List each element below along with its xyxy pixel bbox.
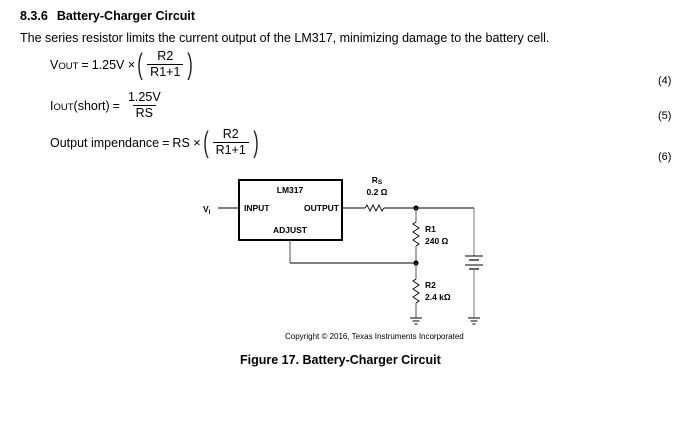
pin-adjust-label: ADJUST	[273, 225, 308, 235]
copyright-notice: Copyright © 2016, Texas Instruments Inco…	[285, 332, 464, 341]
eq6-left-paren: (	[202, 125, 209, 159]
pin-input-label: INPUT	[244, 203, 270, 213]
ground-icon-battery	[468, 317, 480, 325]
section-number: 8.3.6	[20, 9, 48, 23]
section-title: Battery-Charger Circuit	[56, 9, 196, 23]
r1-value-label: 240 Ω	[425, 236, 449, 246]
eq4-prefix: 1.25V ×	[91, 57, 136, 72]
eq4-lhs: VOUT	[50, 57, 79, 72]
r2-value-label: 2.4 kΩ	[425, 292, 451, 302]
eq6-equals: =	[162, 135, 170, 150]
rs-resistor-icon	[364, 203, 385, 213]
rs-value-label: 0.2 Ω	[367, 187, 388, 197]
eq5-fraction: 1.25V RS	[125, 90, 164, 121]
eq5-lhs: IOUT(short)	[50, 98, 110, 113]
eq6-denominator: R1+1	[212, 142, 249, 158]
eq5-equals: =	[112, 98, 120, 113]
rs-name-label: RS	[372, 175, 383, 186]
ground-icon-r2	[410, 317, 422, 325]
eq6-prefix: RS ×	[172, 135, 201, 150]
section-heading: 8.3.6 Battery-Charger Circuit	[20, 9, 195, 23]
pin-output-label: OUTPUT	[304, 203, 340, 213]
equation-number-5: (5)	[658, 110, 672, 122]
equation-5: IOUT(short) = 1.25V RS	[50, 90, 166, 121]
battery-cell-icon	[465, 255, 483, 270]
body-paragraph: The series resistor limits the current o…	[20, 31, 550, 45]
eq6-right-paren: )	[253, 125, 259, 159]
eq5-numerator: 1.25V	[127, 90, 161, 104]
eq4-denominator: R1+1	[147, 64, 184, 80]
lm317-label: LM317	[277, 185, 304, 195]
r2-resistor-icon	[412, 278, 420, 304]
equation-4: VOUT = 1.25V × ( R2 R1+1 )	[50, 49, 195, 80]
input-voltage-label: VI	[203, 204, 211, 216]
equation-number-4: (4)	[658, 75, 672, 87]
eq4-equals: =	[81, 57, 89, 72]
r1-resistor-icon	[412, 221, 420, 247]
r2-name-label: R2	[425, 280, 436, 290]
eq5-denominator: RS	[132, 105, 156, 121]
eq4-numerator: R2	[157, 49, 174, 63]
r1-name-label: R1	[425, 224, 436, 234]
eq4-fraction: R2 R1+1	[147, 49, 184, 80]
eq6-lhs: Output impendance	[50, 135, 160, 150]
eq6-fraction: R2 R1+1	[212, 127, 249, 158]
figure-caption: Figure 17. Battery-Charger Circuit	[240, 353, 441, 367]
eq4-left-paren: (	[137, 47, 143, 81]
equation-number-6: (6)	[658, 151, 672, 163]
eq4-right-paren: )	[187, 47, 194, 81]
equation-6: Output impendance = RS × ( R2 R1+1 )	[50, 127, 261, 158]
eq6-numerator: R2	[222, 127, 239, 141]
